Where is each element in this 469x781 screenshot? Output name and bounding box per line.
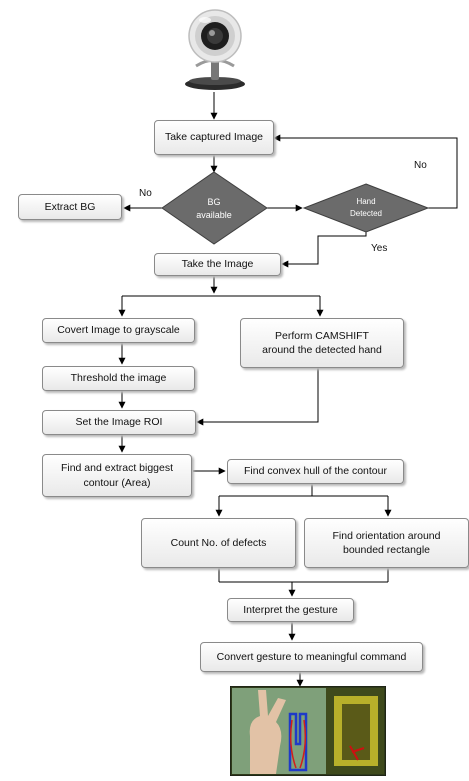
extract-bg-box: Extract BG — [18, 194, 122, 220]
take-the-image-label: Take the Image — [181, 258, 254, 271]
convex-hull-label: Find convex hull of the contour — [243, 465, 387, 478]
threshold-box: Threshold the image — [42, 366, 195, 391]
bg-available-label: BG available — [182, 196, 246, 222]
grayscale-box: Covert Image to grayscale — [42, 318, 195, 343]
grayscale-label: Covert Image to grayscale — [57, 324, 180, 337]
hand-yes-label: Yes — [371, 243, 388, 254]
biggest-contour-label: Find and extract biggest contour (Area) — [60, 462, 174, 489]
camshift-label: Perform CAMSHIFT around the detected han… — [262, 329, 382, 356]
hand-detected-decision — [302, 183, 430, 233]
hand-detected-label: Hand Detected — [336, 196, 396, 219]
hand-detected-line1: Hand — [356, 197, 376, 206]
convex-hull-box: Find convex hull of the contour — [227, 459, 404, 484]
orientation-label: Find orientation around bounded rectangl… — [332, 529, 441, 556]
count-defects-label: Count No. of defects — [170, 536, 267, 549]
hand-gesture-screenshot — [230, 686, 386, 776]
orientation-box: Find orientation around bounded rectangl… — [304, 518, 469, 568]
hand-detected-line2: Detected — [349, 208, 383, 218]
bg-available-line1: BG — [207, 197, 221, 207]
set-roi-box: Set the Image ROI — [42, 410, 196, 435]
biggest-contour-box: Find and extract biggest contour (Area) — [42, 454, 192, 497]
convert-box: Convert gesture to meaningful command — [200, 642, 423, 672]
interpret-box: Interpret the gesture — [227, 598, 354, 622]
extract-bg-label: Extract BG — [44, 200, 96, 213]
set-roi-label: Set the Image ROI — [75, 416, 163, 429]
bg-available-decision — [161, 171, 268, 245]
bg-no-label: No — [139, 188, 152, 199]
take-captured-image-box: Take captured Image — [154, 120, 274, 155]
webcam-icon — [185, 9, 245, 90]
take-the-image-box: Take the Image — [154, 253, 281, 276]
threshold-label: Threshold the image — [70, 372, 167, 385]
take-captured-image-label: Take captured Image — [164, 131, 264, 144]
count-defects-box: Count No. of defects — [141, 518, 296, 568]
camshift-box: Perform CAMSHIFT around the detected han… — [240, 318, 404, 368]
bg-available-line2: available — [196, 210, 232, 221]
hand-no-label: No — [414, 160, 427, 171]
convert-label: Convert gesture to meaningful command — [216, 650, 407, 663]
interpret-label: Interpret the gesture — [243, 603, 338, 616]
